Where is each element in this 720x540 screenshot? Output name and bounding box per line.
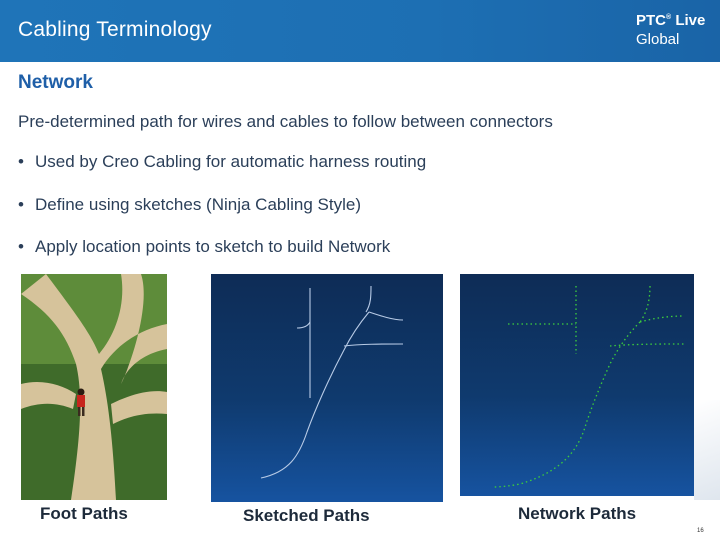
ptc-live-global-logo: PTC® Live Global [636, 12, 716, 52]
bullet-text: Used by Creo Cabling for automatic harne… [35, 152, 427, 171]
decorative-edge [694, 400, 720, 500]
bullet-dot-icon: • [18, 152, 24, 171]
foot-paths-illustration [21, 274, 167, 500]
network-paths-image [460, 274, 694, 496]
foot-paths-caption: Foot Paths [40, 504, 128, 523]
network-paths-caption: Network Paths [518, 504, 637, 523]
bullet-item: • Apply location points to sketch to buil… [18, 237, 390, 257]
title-bar: Cabling Terminology PTC® Live Global [0, 0, 720, 62]
intro-text: Pre-determined path for wires and cables… [18, 112, 553, 131]
logo-registered-mark: ® [666, 14, 672, 21]
sketched-paths-caption: Sketched Paths [243, 506, 370, 525]
sketched-paths-illustration [260, 285, 404, 479]
bullet-item: • Used by Creo Cabling for automatic harn… [18, 152, 426, 172]
bullet-dot-icon: • [18, 237, 24, 256]
bullet-text: Apply location points to sketch to build… [35, 237, 391, 256]
logo-live-text: Live [671, 12, 706, 29]
section-title: Network [18, 72, 93, 93]
network-paths-illustration [491, 285, 685, 488]
slide-title: Cabling Terminology [18, 18, 212, 41]
logo-global-text: Global [636, 31, 680, 48]
foot-paths-image [21, 274, 167, 500]
bullet-dot-icon: • [18, 195, 24, 214]
slide-number: 16 [697, 528, 704, 534]
bullet-text: Define using sketches (Ninja Cabling Sty… [35, 195, 361, 214]
sketched-paths-image [211, 274, 443, 502]
logo-ptc-text: PTC [636, 12, 666, 29]
bullet-item: • Define using sketches (Ninja Cabling St… [18, 195, 361, 215]
